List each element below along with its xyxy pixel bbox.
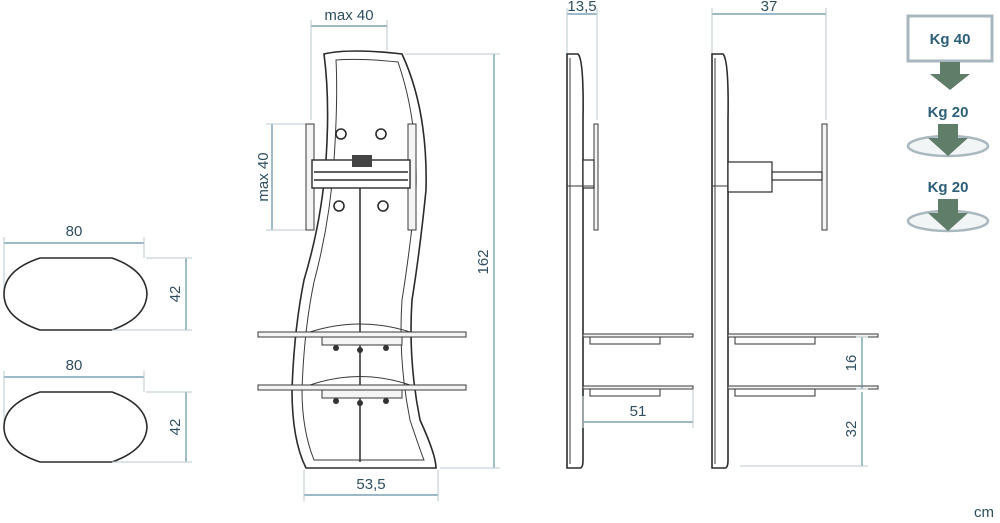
load-label-tv: Kg 40 xyxy=(930,31,971,48)
down-arrow-icon xyxy=(928,124,968,156)
shelf-bottom-depth-label: 42 xyxy=(167,419,184,436)
load-indicators: Kg 40 Kg 20 Kg 20 xyxy=(906,14,994,233)
shelf-top-width-label: 80 xyxy=(66,223,83,240)
side-view-extended: 37 16 32 xyxy=(711,0,879,469)
shelf-bottom-plan: 80 42 xyxy=(3,357,192,463)
ext-shelf-gap-label: 16 xyxy=(843,355,860,372)
side-shelf-depth-label: 51 xyxy=(630,403,647,420)
ext-bottom-gap-label: 32 xyxy=(843,421,860,438)
ext-depth-label: 37 xyxy=(761,0,778,15)
side-depth-label: 13,5 xyxy=(567,0,596,15)
front-max-height-label: max 40 xyxy=(255,152,272,201)
units-label: cm xyxy=(974,504,994,521)
side-view: 13,5 51 xyxy=(566,0,694,469)
front-base-width-label: 53,5 xyxy=(356,476,385,493)
load-label-shelf-1: Kg 20 xyxy=(928,104,969,121)
down-arrow-icon xyxy=(928,199,968,231)
shelf-bottom-width-label: 80 xyxy=(66,357,83,374)
load-label-shelf-2: Kg 20 xyxy=(928,179,969,196)
load-box-tv xyxy=(906,14,994,63)
shelf-top-plan: 80 42 xyxy=(3,223,192,331)
front-total-height-label: 162 xyxy=(475,249,492,274)
down-arrow-icon xyxy=(930,62,970,90)
shelf-top-depth-label: 42 xyxy=(167,286,184,303)
front-view: max 40 max 40 162 xyxy=(255,7,500,501)
front-max-width-label: max 40 xyxy=(324,7,373,24)
